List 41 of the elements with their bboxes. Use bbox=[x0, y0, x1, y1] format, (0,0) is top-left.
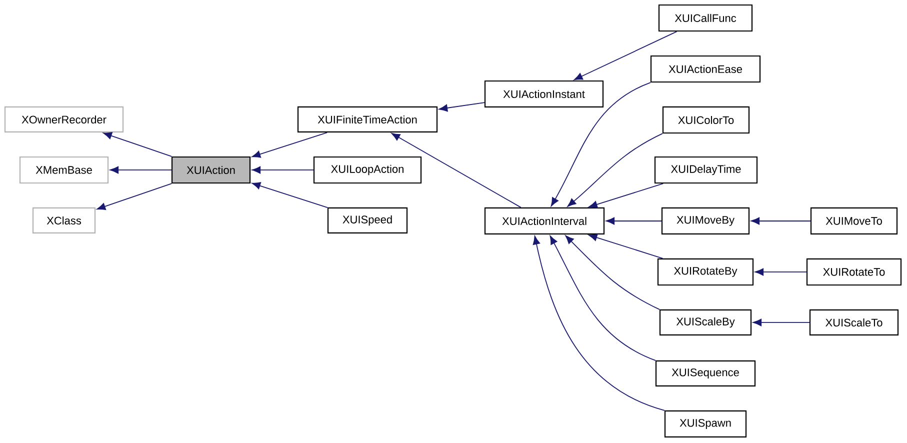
arrow bbox=[103, 132, 172, 157]
class-box: XUIScaleTo bbox=[809, 309, 899, 336]
class-box: XUICallFunc bbox=[658, 4, 753, 32]
class-box: XUIMoveBy bbox=[661, 207, 750, 235]
class-box: XUIActionEase bbox=[650, 55, 761, 83]
class-box: XUIActionInstant bbox=[484, 80, 604, 108]
arrow bbox=[754, 268, 807, 276]
arrow bbox=[588, 234, 664, 259]
arrow bbox=[752, 318, 810, 326]
class-box: XUIFiniteTimeAction bbox=[297, 106, 438, 133]
arrow bbox=[606, 217, 662, 225]
arrow bbox=[391, 132, 522, 208]
arrow bbox=[252, 182, 328, 208]
class-box: XUIRotateBy bbox=[657, 258, 754, 286]
class-box: XMemBase bbox=[19, 156, 109, 184]
arrow bbox=[565, 235, 660, 310]
arrow bbox=[110, 166, 172, 174]
arrow bbox=[750, 217, 811, 225]
class-box: XUIDelayTime bbox=[654, 156, 758, 184]
arrow bbox=[550, 236, 656, 361]
class-box: XClass bbox=[32, 207, 96, 234]
arrow bbox=[532, 236, 665, 411]
class-box: XUIRotateTo bbox=[806, 258, 902, 286]
class-box: XOwnerRecorder bbox=[4, 106, 124, 133]
arrow bbox=[438, 102, 485, 112]
class-box: XUIColorTo bbox=[662, 106, 750, 134]
arrow bbox=[574, 31, 678, 80]
class-box: XUISpawn bbox=[664, 410, 747, 438]
arrow bbox=[550, 82, 651, 206]
arrow bbox=[252, 132, 328, 158]
arrow bbox=[567, 133, 663, 207]
class-box: XUIActionInterval bbox=[484, 207, 605, 235]
arrow bbox=[96, 183, 172, 210]
class-box: XUIMoveTo bbox=[810, 207, 898, 235]
class-box: XUISequence bbox=[655, 360, 756, 387]
arrow bbox=[252, 166, 314, 174]
arrow bbox=[588, 183, 664, 208]
class-box: XUILoopAction bbox=[313, 156, 422, 184]
class-box: XUIScaleBy bbox=[659, 309, 752, 336]
class-box: XUIAction bbox=[171, 156, 251, 184]
class-box: XUISpeed bbox=[327, 207, 408, 234]
